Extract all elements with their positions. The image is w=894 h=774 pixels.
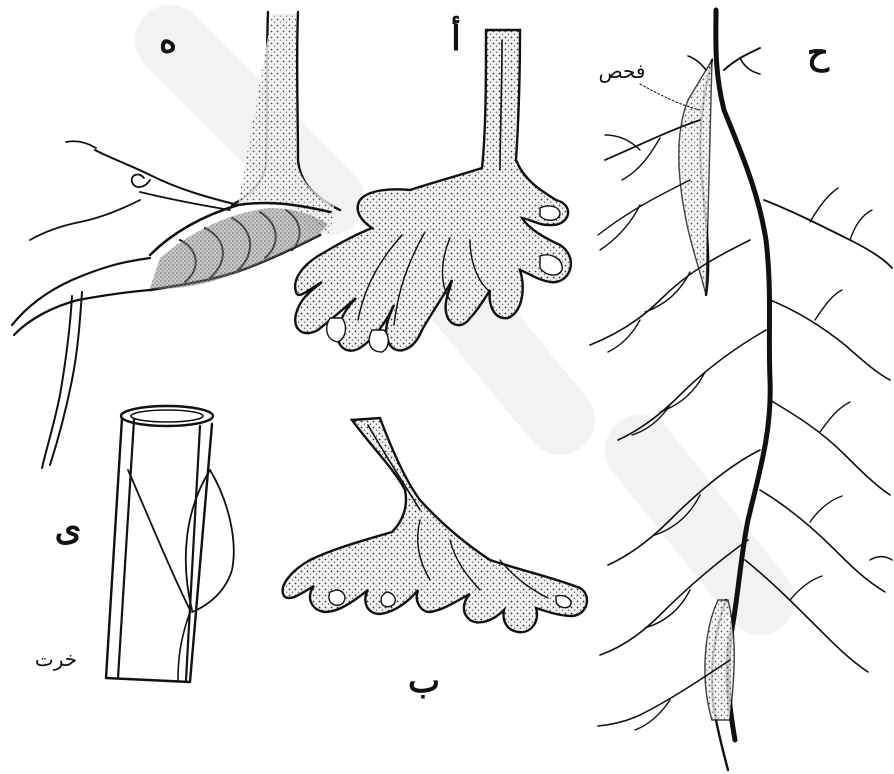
label-b: ب: [408, 661, 440, 701]
label-d: ى: [55, 509, 82, 549]
panel-b-lobed-tip: ب: [283, 418, 587, 701]
label-a: أ: [451, 16, 460, 59]
panel-j-root-system: ح فحص: [590, 10, 892, 770]
panel-d-tube: ى خرت: [35, 406, 234, 682]
annotation-j: فحص: [599, 59, 646, 83]
annotation-d: خرت: [35, 647, 77, 671]
label-h: ه: [159, 21, 177, 61]
label-j: ح: [807, 33, 830, 73]
